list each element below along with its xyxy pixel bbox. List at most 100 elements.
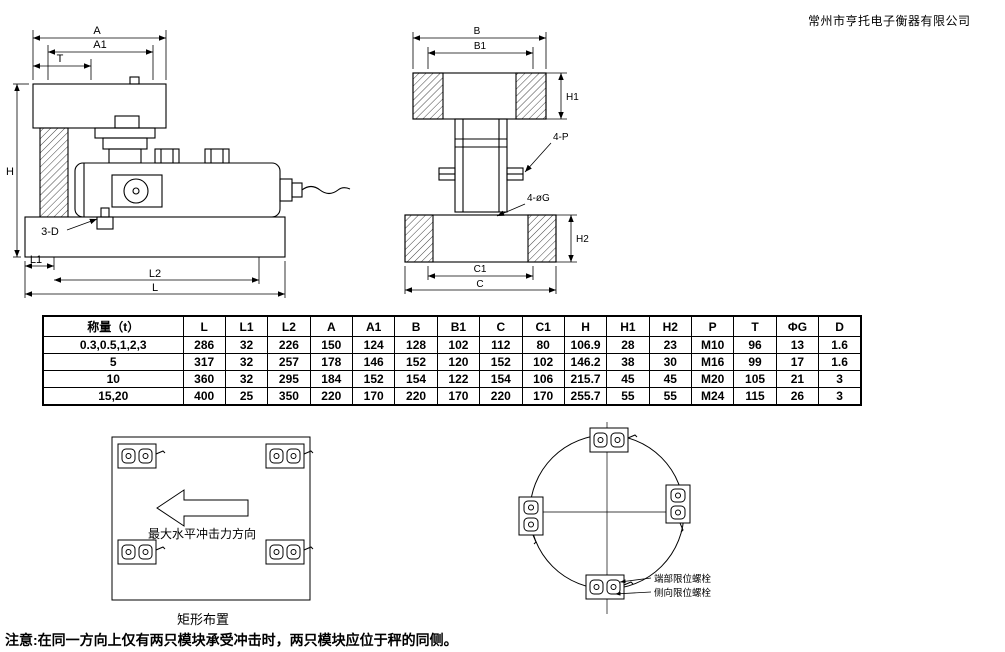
- value-cell: 102: [521, 353, 565, 371]
- side-view-dimensions: [404, 32, 577, 294]
- table-header-cell: L2: [267, 315, 311, 337]
- bottom-plate: [24, 216, 286, 258]
- value-cell: 150: [309, 336, 354, 354]
- value-cell: 1.6: [818, 336, 862, 354]
- company-name: 常州市亨托电子衡器有限公司: [808, 14, 971, 28]
- table-header-cell: D: [818, 315, 862, 337]
- side-bolts: [438, 167, 524, 181]
- value-cell: 295: [267, 370, 311, 388]
- capacity-cell: 10: [42, 370, 184, 388]
- hole-label-3d: 3-D: [41, 226, 59, 238]
- hole-label-4g: 4-øG: [527, 193, 550, 204]
- value-cell: 317: [182, 353, 226, 371]
- table-header-cell: H: [563, 315, 608, 337]
- table-header-cell: H2: [648, 315, 693, 337]
- value-cell: 360: [182, 370, 226, 388]
- rect-layout-diagram: 最大水平冲击力方向 矩形布置: [111, 436, 314, 627]
- value-cell: 128: [394, 336, 438, 354]
- dim-label-a: A: [93, 25, 101, 37]
- value-cell: 220: [309, 387, 354, 406]
- value-cell: 215.7: [563, 370, 608, 388]
- value-cell: 146: [351, 353, 396, 371]
- table-header-cell: A: [309, 315, 354, 337]
- value-cell: 99: [733, 353, 777, 371]
- value-cell: 257: [267, 353, 311, 371]
- value-cell: M16: [690, 353, 735, 371]
- side-bolt-leader: [614, 591, 652, 596]
- value-cell: 96: [733, 336, 777, 354]
- value-cell: M10: [690, 336, 735, 354]
- value-cell: 226: [267, 336, 311, 354]
- front-view-drawing: A A1 T H L1 L2 L 3-D: [6, 25, 351, 298]
- module-left: [518, 496, 544, 545]
- value-cell: 286: [182, 336, 226, 354]
- impact-direction-label: 最大水平冲击力方向: [148, 526, 256, 541]
- value-cell: 105: [733, 370, 777, 388]
- module-top-right: [265, 443, 314, 469]
- top-plate: [32, 83, 167, 129]
- value-cell: 45: [648, 370, 693, 388]
- value-cell: 32: [224, 336, 269, 354]
- front-view-dimensions: [13, 30, 286, 298]
- capacity-cell: 0.3,0.5,1,2,3: [42, 336, 184, 354]
- scale-outline: [111, 436, 311, 601]
- value-cell: 21: [775, 370, 820, 388]
- table-header-cell: B: [394, 315, 438, 337]
- value-cell: 106: [521, 370, 565, 388]
- value-cell: 80: [521, 336, 565, 354]
- table-header-cell: L: [182, 315, 226, 337]
- dim-label-l1: L1: [30, 254, 42, 266]
- value-cell: M24: [690, 387, 735, 406]
- value-cell: 30: [648, 353, 693, 371]
- module-bottom-right: [265, 539, 314, 565]
- capacity-cell: 5: [42, 353, 184, 371]
- table-header-cell: A1: [351, 315, 396, 337]
- load-cell-beam: [74, 148, 351, 218]
- table-header-cell: 称量（t）: [42, 315, 184, 337]
- value-cell: 350: [267, 387, 311, 406]
- value-cell: 124: [351, 336, 396, 354]
- value-cell: 1.6: [818, 353, 862, 371]
- rect-layout-caption: 矩形布置: [177, 612, 229, 627]
- value-cell: 25: [224, 387, 269, 406]
- side-view-drawing: B B1 H1 H2 4-P 4-øG C1 C: [404, 26, 589, 294]
- value-cell: M20: [690, 370, 735, 388]
- value-cell: 122: [436, 370, 481, 388]
- table-header-cell: C1: [521, 315, 565, 337]
- anchor-bolt: [96, 207, 114, 230]
- dim-label-h1: H1: [566, 92, 579, 103]
- table-header-cell: P: [690, 315, 735, 337]
- side-view-body: [404, 72, 557, 263]
- capacity-cell: 15,20: [42, 387, 184, 406]
- value-cell: 220: [394, 387, 438, 406]
- dim-label-h2: H2: [576, 234, 589, 245]
- value-cell: 17: [775, 353, 820, 371]
- front-view-body: [24, 76, 351, 258]
- value-cell: 152: [394, 353, 438, 371]
- value-cell: 3: [818, 387, 862, 406]
- module-top-left: [117, 443, 166, 469]
- value-cell: 32: [224, 370, 269, 388]
- value-cell: 152: [479, 353, 523, 371]
- module-right: [665, 484, 691, 533]
- bolt-label-4p: 4-P: [553, 132, 569, 143]
- side-limit-bolt-label: 侧向限位螺栓: [654, 587, 712, 599]
- table-header-cell: ΦG: [775, 315, 820, 337]
- cable: [301, 185, 351, 195]
- table-header-cell: B1: [436, 315, 481, 337]
- value-cell: 400: [182, 387, 226, 406]
- module-bottom-left: [117, 539, 166, 565]
- value-cell: 55: [648, 387, 693, 406]
- dim-label-h: H: [6, 166, 14, 178]
- circle-layout-diagram: 端部限位螺栓 侧向限位螺栓: [518, 422, 712, 614]
- plate-bolt: [129, 76, 140, 85]
- end-limit-bolt-label: 端部限位螺栓: [654, 573, 712, 585]
- value-cell: 184: [309, 370, 354, 388]
- module-top: [589, 427, 638, 453]
- dim-label-b1: B1: [474, 41, 487, 52]
